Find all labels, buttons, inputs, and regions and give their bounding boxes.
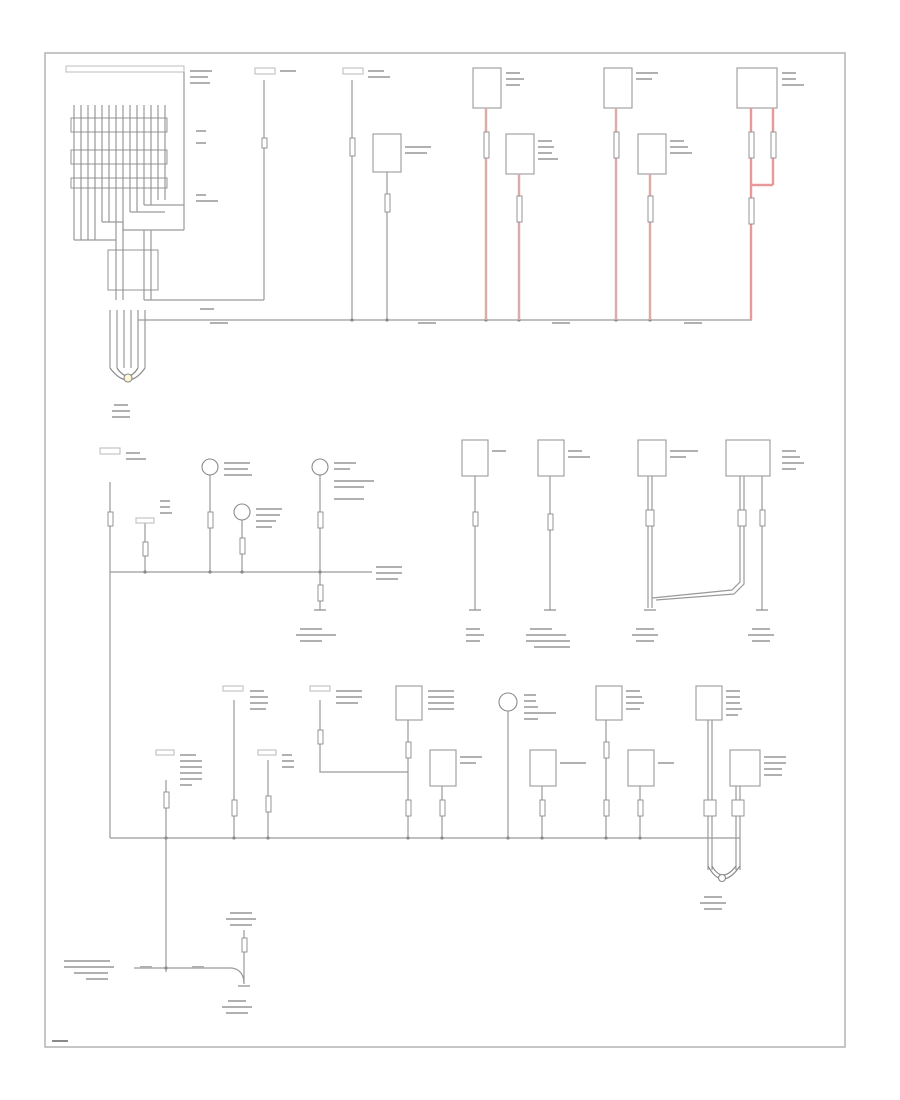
label-marks bbox=[52, 70, 804, 1042]
fuse-block bbox=[65, 65, 185, 300]
component-box bbox=[372, 133, 402, 173]
lamp-icon bbox=[233, 503, 251, 521]
component-box bbox=[529, 749, 557, 787]
top-components bbox=[254, 67, 778, 175]
top-ground-bus bbox=[138, 80, 752, 322]
lamp-icon bbox=[201, 458, 219, 476]
diagram-frame bbox=[44, 52, 846, 1048]
middle-section bbox=[99, 439, 771, 838]
ground-g1-bundle bbox=[109, 310, 146, 383]
component-box bbox=[537, 439, 565, 477]
component-box bbox=[595, 685, 623, 721]
component-box bbox=[603, 67, 633, 109]
lamp-icon bbox=[498, 692, 518, 712]
fuse-block-vertical-wires bbox=[73, 72, 185, 240]
component-box bbox=[472, 67, 502, 109]
component-box bbox=[627, 749, 655, 787]
bottom-section bbox=[110, 685, 761, 987]
component-box bbox=[736, 67, 778, 109]
component-box bbox=[725, 439, 771, 477]
fuse-block-bus bbox=[74, 204, 184, 300]
top-section bbox=[65, 65, 778, 383]
component-box bbox=[637, 439, 667, 477]
component-box bbox=[461, 439, 489, 477]
component-box bbox=[395, 685, 423, 721]
component-box bbox=[637, 133, 667, 175]
component-box bbox=[729, 749, 761, 787]
lamp-icon bbox=[311, 458, 329, 476]
component-box bbox=[695, 685, 723, 721]
component-box bbox=[505, 133, 535, 175]
fuse-block-connectors bbox=[70, 117, 168, 189]
component-box bbox=[429, 749, 457, 787]
top-inline-connectors bbox=[261, 131, 777, 225]
